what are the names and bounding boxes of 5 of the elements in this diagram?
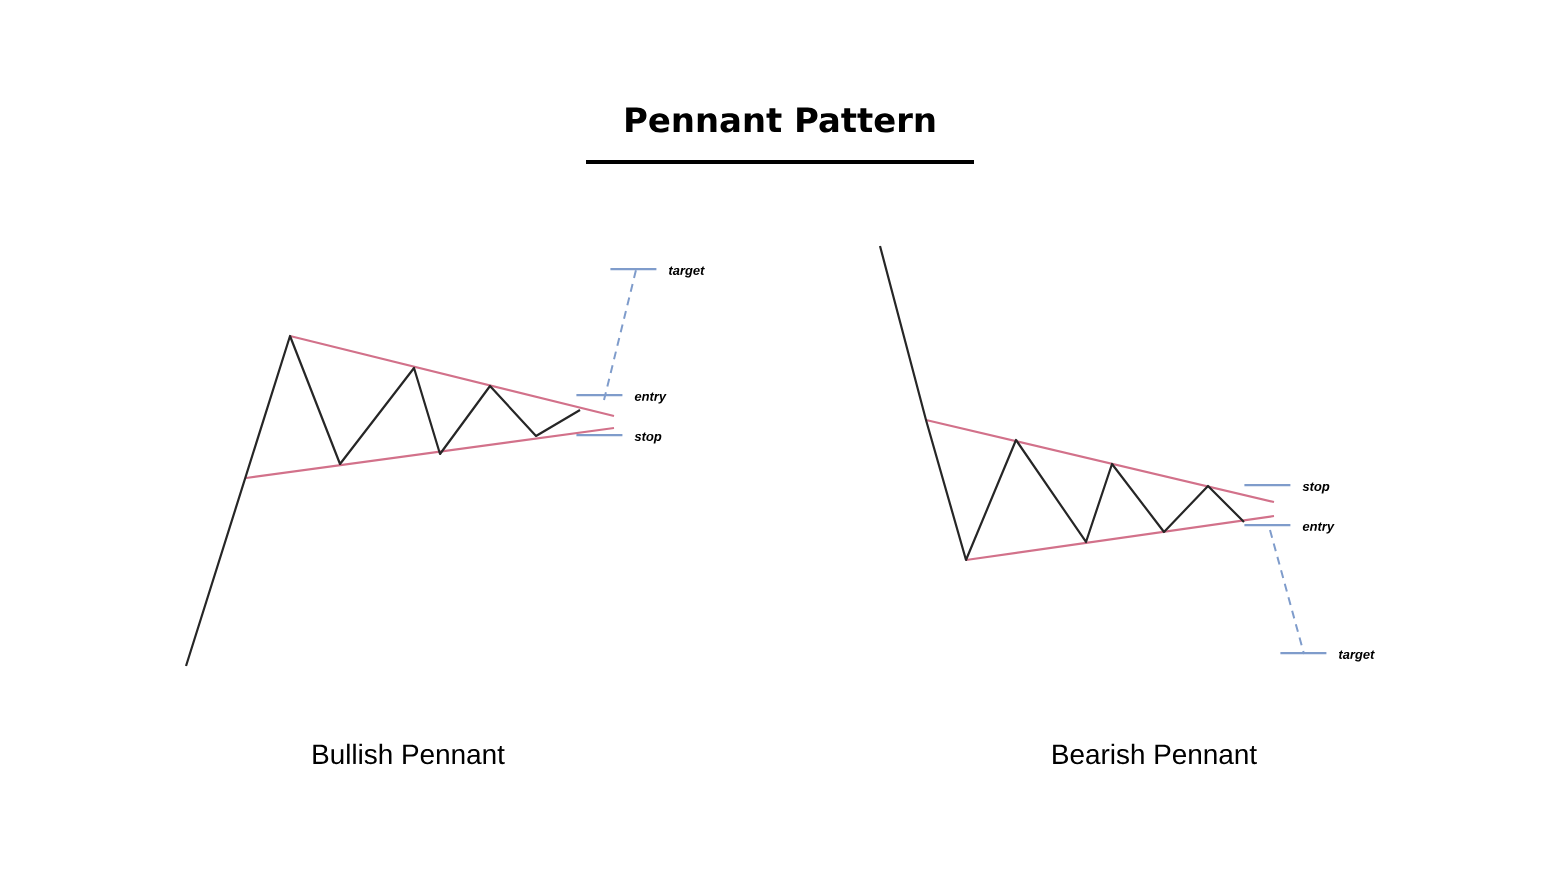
pattern-caption: Bullish Pennant [313,743,505,765]
dashed-line [1269,529,1305,655]
pattern-caption: Bearish Pennant [1053,743,1257,765]
title: Pennant Pattern [626,107,935,133]
dashed-line [603,269,637,401]
